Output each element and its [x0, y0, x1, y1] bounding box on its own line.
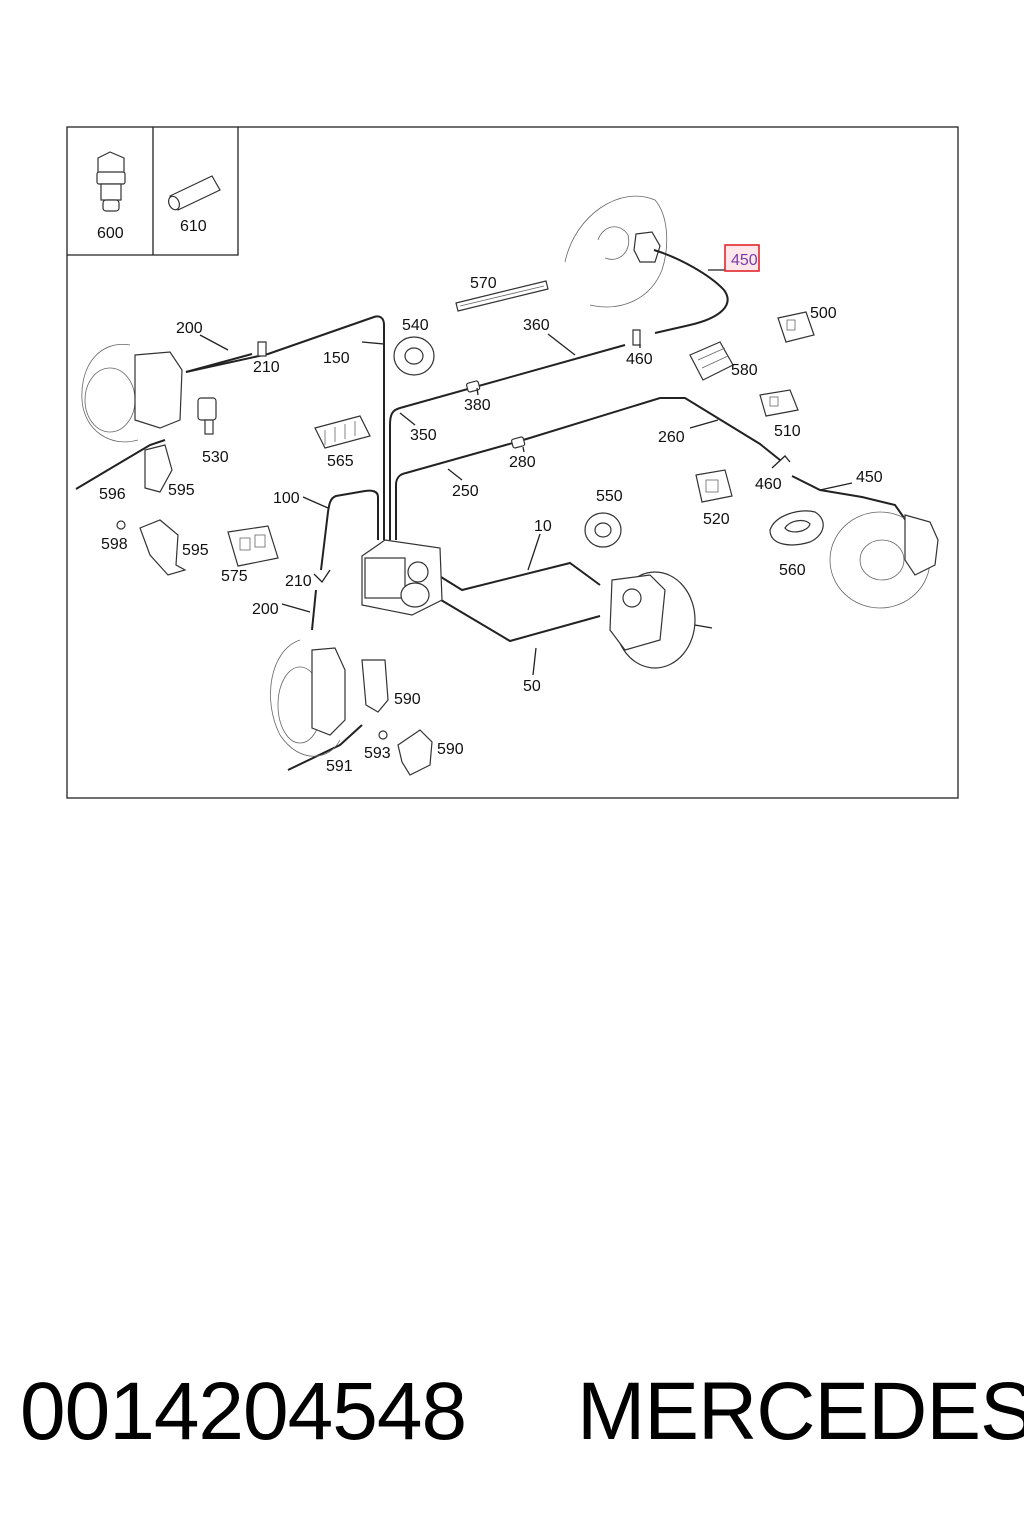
brake-disc-right-icon	[829, 511, 939, 609]
label-460-b: 460	[755, 476, 782, 493]
label-200-a: 200	[176, 320, 203, 337]
brand-name: MERCEDES	[577, 1366, 1024, 1457]
part-530-sensor-icon[interactable]	[197, 397, 217, 435]
label-550: 550	[596, 488, 623, 505]
label-598: 598	[101, 536, 128, 553]
label-260: 260	[658, 429, 685, 446]
part-580-clip-icon[interactable]	[689, 341, 734, 381]
label-570: 570	[470, 275, 497, 292]
label-593: 593	[364, 745, 391, 762]
label-500: 500	[810, 305, 837, 322]
brake-line-10[interactable]	[440, 561, 601, 592]
brake-line-450-top[interactable]	[653, 249, 729, 334]
brake-disc-left-icon	[81, 343, 183, 443]
label-450-b: 450	[856, 469, 883, 486]
label-591: 591	[326, 758, 353, 775]
label-560: 560	[779, 562, 806, 579]
label-595-a: 595	[168, 482, 195, 499]
label-150: 150	[323, 350, 350, 367]
brake-line-150[interactable]	[185, 315, 385, 540]
brake-line-200-bottom[interactable]	[311, 589, 317, 631]
part-600-bolt-icon[interactable]	[96, 151, 126, 212]
label-575: 575	[221, 568, 248, 585]
label-580: 580	[731, 362, 758, 379]
label-595-b: 595	[182, 542, 209, 559]
label-210-a: 210	[253, 359, 280, 376]
part-210-clip-b-icon[interactable]	[313, 569, 331, 584]
brake-line-200-left[interactable]	[185, 353, 253, 373]
part-595-bracket-icon[interactable]	[139, 519, 187, 576]
label-565: 565	[327, 453, 354, 470]
footer: 0014204548 MERCEDES	[0, 1365, 1024, 1475]
label-350: 350	[410, 427, 437, 444]
label-10: 10	[534, 518, 552, 535]
part-590-bracket-icon[interactable]	[397, 729, 433, 776]
label-380: 380	[464, 397, 491, 414]
brake-line-450-bottom[interactable]	[791, 475, 915, 533]
cable-591[interactable]	[287, 724, 363, 771]
part-570-strip-icon[interactable]	[455, 280, 549, 312]
label-360: 360	[523, 317, 550, 334]
brake-line-100[interactable]	[320, 489, 379, 571]
cable-596[interactable]	[75, 439, 166, 490]
brake-system-diagram: 600 610 450 570 500 200 540 360 150 460 …	[66, 126, 959, 799]
part-380-connector-icon[interactable]	[466, 380, 481, 393]
label-200-b: 200	[252, 601, 279, 618]
leader-lines	[199, 269, 853, 676]
brake-disc-bottom-icon	[270, 639, 346, 757]
brake-line-250-260[interactable]	[395, 397, 781, 540]
part-610-sleeve-icon[interactable]	[167, 175, 221, 211]
label-520: 520	[703, 511, 730, 528]
label-460-a: 460	[626, 351, 653, 368]
label-540: 540	[402, 317, 429, 334]
label-510: 510	[774, 423, 801, 440]
diagram-frame	[66, 126, 959, 799]
brake-booster-icon[interactable]	[609, 571, 713, 669]
label-610: 610	[180, 218, 207, 235]
label-530: 530	[202, 449, 229, 466]
part-510-clip-icon[interactable]	[759, 389, 799, 417]
label-50: 50	[523, 678, 541, 695]
part-565-clip-icon[interactable]	[314, 415, 371, 449]
brake-line-360[interactable]	[389, 344, 626, 540]
part-460-clip-b-icon[interactable]	[771, 455, 791, 469]
part-598-screw-icon[interactable]	[116, 520, 126, 530]
label-210-b: 210	[285, 573, 312, 590]
part-593-screw-icon[interactable]	[378, 730, 388, 740]
label-590-b: 590	[437, 741, 464, 758]
part-460-clip-a-icon[interactable]	[632, 329, 641, 346]
abs-hydraulic-unit-icon[interactable]	[361, 539, 443, 616]
part-520-clip-icon[interactable]	[695, 469, 733, 503]
label-596: 596	[99, 486, 126, 503]
brake-line-50[interactable]	[440, 599, 601, 643]
label-250: 250	[452, 483, 479, 500]
label-450-highlighted[interactable]: 450	[731, 252, 758, 269]
part-500-clip-icon[interactable]	[777, 311, 815, 343]
part-575-clip-icon[interactable]	[227, 525, 279, 567]
part-560-grommet-icon[interactable]	[769, 510, 824, 546]
label-600: 600	[97, 225, 124, 242]
inset-boxes	[67, 127, 239, 256]
part-number: 0014204548	[20, 1366, 467, 1457]
part-590-sensor-icon[interactable]	[361, 659, 389, 713]
part-595-sensor-upper-icon[interactable]	[144, 444, 173, 493]
part-210-clip-a-icon[interactable]	[257, 341, 267, 357]
label-590-a: 590	[394, 691, 421, 708]
part-280-connector-icon[interactable]	[511, 436, 526, 449]
highlight-box-450	[724, 244, 760, 272]
label-280: 280	[509, 454, 536, 471]
part-550-grommet-icon[interactable]	[584, 512, 622, 548]
part-540-grommet-icon[interactable]	[393, 336, 435, 376]
label-100: 100	[273, 490, 300, 507]
brake-disc-top-icon	[564, 195, 668, 308]
